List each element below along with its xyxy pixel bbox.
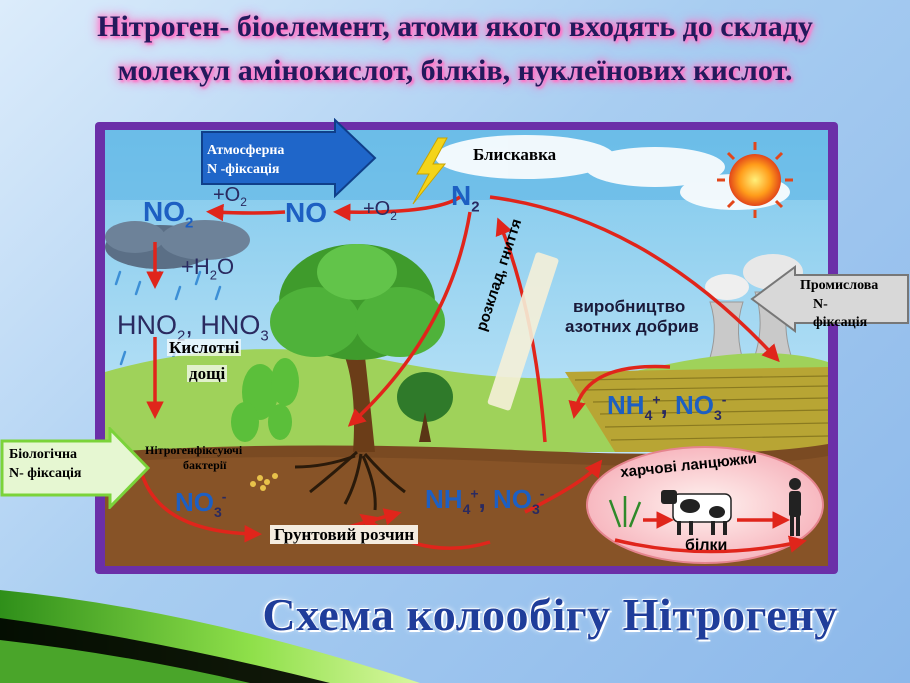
plus-o2-lower: +O2 — [363, 198, 397, 223]
bacteria-label-2: бактерії — [183, 458, 227, 472]
acid-rain-label-1: Кислотні — [167, 338, 242, 357]
formula-no2: NO2 — [143, 196, 194, 232]
tree-roots — [294, 450, 406, 511]
acid-rain-label-2: дощі — [187, 364, 228, 383]
formula-n2: N2 — [451, 180, 480, 216]
biological-fixation-callout — [0, 427, 150, 509]
nodule-bacteria — [250, 473, 278, 491]
decorative-swoosh — [0, 590, 420, 683]
formula-no: NO — [285, 197, 327, 228]
fertilized-field — [565, 367, 829, 452]
formula-acids: HNO2, HNO3 — [117, 310, 269, 345]
tree-icon — [270, 244, 453, 452]
field-nh4-no3: NH4+, NO3- — [607, 390, 727, 424]
header-line-2: молекул амінокислот, білків, нуклеїнових… — [117, 54, 793, 87]
legume-plants — [231, 358, 299, 442]
decomposition-band — [487, 252, 559, 411]
plus-o2-upper: +O2 — [213, 184, 247, 209]
biological-fixation-label-2: N- фіксація — [9, 466, 82, 481]
lightning-icon — [412, 137, 448, 205]
soil-no3: NO3- — [175, 487, 227, 521]
lightning-label: Блискавка — [473, 145, 557, 164]
fertilizer-label-2: азотних добрив — [565, 317, 699, 336]
cow-icon — [661, 490, 732, 535]
header-line-1: Нітроген- біоелемент, атоми якого входят… — [97, 10, 813, 43]
plus-h2o: +H2O — [181, 254, 235, 283]
industrial-fixation-callout — [750, 265, 909, 333]
sun — [717, 142, 793, 218]
slide-caption: Схема колообігу Нітрогену — [262, 589, 838, 640]
factory-icon — [705, 254, 803, 368]
diagram-frame: Атмосферна N -фіксація Промислова N- фік… — [0, 118, 909, 574]
rain-cloud — [105, 220, 250, 269]
soil-nh4-no3: NH4+, NO3- — [425, 484, 545, 518]
atmospheric-fixation-label-2: N -фіксація — [207, 162, 280, 177]
grass-icon — [608, 496, 642, 528]
atmospheric-fixation-callout — [201, 118, 377, 198]
human-icon — [789, 478, 801, 536]
soil-solution-label: Грунтовий розчин — [270, 525, 419, 544]
proteins-label: білки — [685, 537, 728, 554]
bacteria-label-1: Нітрогенфіксуючі — [145, 443, 243, 457]
fertilizer-label-1: виробництво — [573, 297, 686, 316]
industrial-fixation-label-2: N- фіксація — [813, 297, 868, 330]
industrial-fixation-label-1: Промислова — [800, 278, 879, 293]
biological-fixation-label-1: Біологічна — [9, 447, 78, 462]
cycle-arrows — [138, 195, 807, 554]
atmospheric-fixation-label-1: Атмосферна — [207, 143, 285, 158]
